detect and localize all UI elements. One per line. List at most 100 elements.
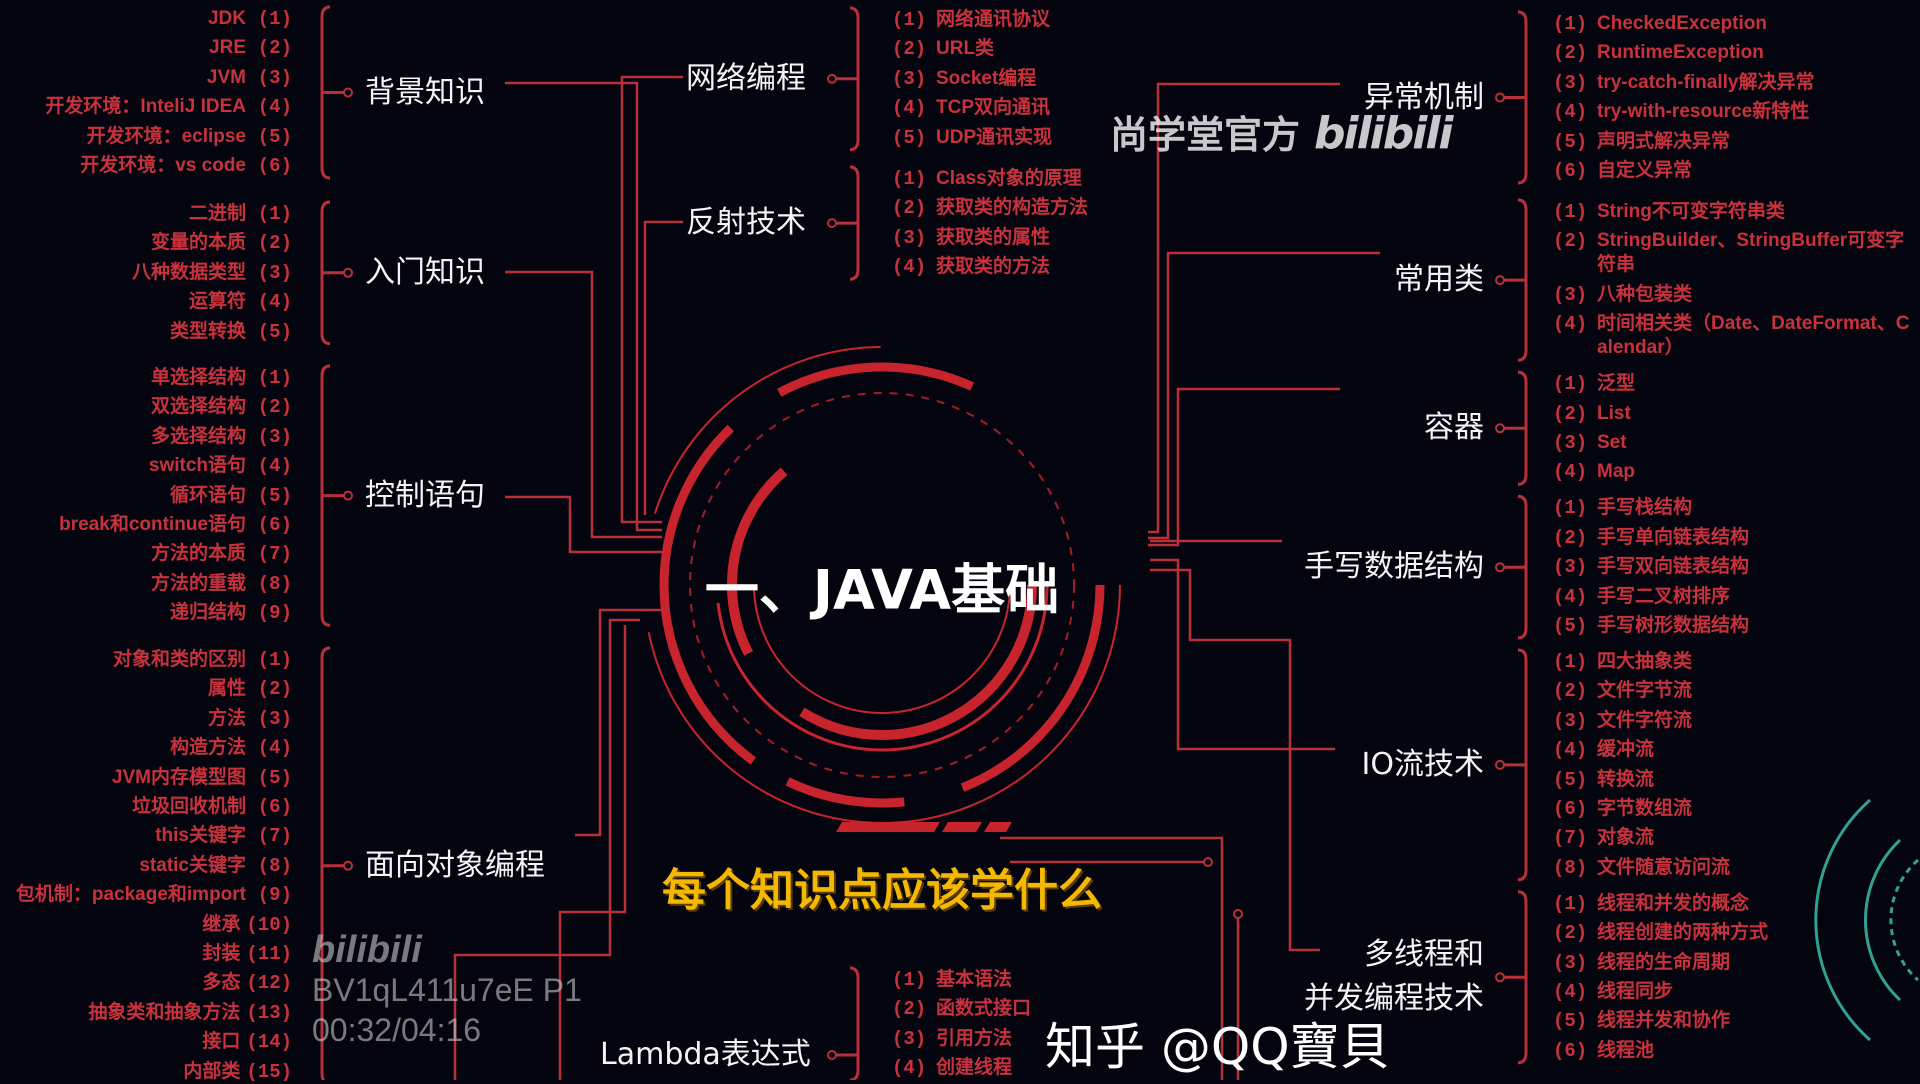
item-text: 开发环境：eclipse bbox=[86, 125, 246, 147]
list-item: (3) 获取类的属性 bbox=[892, 226, 1050, 250]
list-item: 开发环境：InteliJ IDEA(4) bbox=[0, 95, 292, 119]
item-number: (15) bbox=[246, 1060, 292, 1083]
item-text: 对象流 bbox=[1597, 827, 1655, 849]
branch-dot bbox=[1495, 423, 1505, 434]
item-number: (3) bbox=[892, 226, 927, 249]
list-item: (4) TCP双向通讯 bbox=[892, 96, 1050, 120]
item-number: (4) bbox=[892, 256, 927, 279]
item-number: (4) bbox=[257, 455, 292, 478]
list-item: (5)声明式解决异常 bbox=[1553, 130, 1912, 154]
list-item: break和continue语句(6) bbox=[0, 513, 292, 537]
list-item: (2)List bbox=[1553, 402, 1912, 426]
item-text: 获取类的构造方法 bbox=[936, 197, 1089, 219]
item-text: URL类 bbox=[936, 38, 995, 60]
list-item: (2)RuntimeException bbox=[1553, 41, 1912, 65]
item-number: (2) bbox=[257, 37, 292, 60]
item-number: (4) bbox=[257, 291, 292, 314]
item-text: JVM bbox=[206, 66, 246, 88]
item-text: 开发环境：InteliJ IDEA bbox=[45, 96, 246, 118]
item-text: UDP通讯实现 bbox=[936, 126, 1053, 148]
list-item: this关键字 (7) bbox=[0, 824, 292, 848]
item-text: 获取类的方法 bbox=[936, 256, 1051, 278]
item-number: (5) bbox=[257, 484, 292, 507]
list-item: (2)线程创建的两种方式 bbox=[1553, 921, 1912, 945]
branch-dot bbox=[343, 267, 353, 278]
branch-dot bbox=[1495, 759, 1505, 770]
item-number: (9) bbox=[257, 884, 292, 907]
item-number: (2) bbox=[1553, 922, 1588, 945]
list-item: (2) 获取类的构造方法 bbox=[892, 196, 1088, 220]
item-number: (4) bbox=[1553, 981, 1588, 1003]
zhihu-watermark: 知乎 @QQ寶貝 bbox=[1045, 1018, 1390, 1076]
item-number: (1) bbox=[1553, 497, 1588, 520]
item-text: 四大抽象类 bbox=[1597, 651, 1693, 672]
list-item: (4)手写二叉树排序 bbox=[1553, 585, 1912, 609]
item-text: StringBuilder、StringBuffer可变字符串 bbox=[1597, 230, 1905, 276]
item-text: 循环语句 bbox=[169, 484, 246, 506]
item-number: (1) bbox=[257, 367, 292, 389]
item-number: (3) bbox=[257, 261, 292, 284]
list-item: 单选择结构(1) bbox=[0, 366, 292, 390]
item-text: 多态 bbox=[202, 972, 241, 994]
list-item: (4)try-with-resource新特性 bbox=[1553, 100, 1912, 124]
list-item: 对象和类的区别(1) bbox=[0, 648, 292, 672]
bracket bbox=[832, 966, 860, 1080]
branch-title: 容器 bbox=[1424, 410, 1484, 446]
list-item: 内部类(15) bbox=[0, 1060, 292, 1084]
item-text: 手写双向链表结构 bbox=[1597, 556, 1750, 578]
item-number: (7) bbox=[257, 825, 292, 848]
list-item: (4)Map bbox=[1553, 460, 1912, 484]
list-item: 构造方法(4) bbox=[0, 736, 292, 760]
bilibili-logo: bilibili bbox=[1314, 108, 1453, 159]
item-text: try-catch-finally解决异常 bbox=[1597, 71, 1815, 93]
item-text: 递归结构 bbox=[169, 602, 246, 624]
item-number: (14) bbox=[246, 1031, 292, 1054]
item-number: (4) bbox=[892, 97, 927, 120]
item-number: (5) bbox=[1553, 130, 1588, 153]
list-item: 方法的重载(8) bbox=[0, 572, 292, 596]
list-item: (3)Socket编程 bbox=[892, 67, 1036, 91]
item-number: (2) bbox=[1553, 402, 1588, 425]
list-item: (1) 手写栈结构 bbox=[1553, 496, 1912, 520]
list-item: 二进制(1) bbox=[0, 202, 292, 226]
list-item: (6)自定义异常 bbox=[1553, 159, 1912, 183]
item-text: 获取类的属性 bbox=[936, 226, 1051, 248]
item-text: 转换流 bbox=[1597, 768, 1655, 790]
item-number: (6) bbox=[1553, 1039, 1588, 1062]
item-text: 手写栈结构 bbox=[1597, 497, 1693, 519]
item-text: 方法的重载 bbox=[150, 572, 246, 594]
list-item: 多选择结构(3) bbox=[0, 425, 292, 449]
item-text: 垃圾回收机制 bbox=[131, 796, 246, 817]
item-number: (1) bbox=[1553, 13, 1588, 35]
item-text: TCP双向通讯 bbox=[936, 97, 1051, 119]
bilibili-logo: bilibili bbox=[312, 929, 422, 971]
item-number: (6) bbox=[257, 796, 292, 818]
item-number: (3) bbox=[257, 707, 292, 730]
branch-title: 网络编程 bbox=[686, 60, 806, 96]
item-text: 抽象类和抽象方法 bbox=[88, 1001, 241, 1023]
list-item: (7)对象流 bbox=[1553, 826, 1912, 850]
list-item: 开发环境：vs code(6) bbox=[0, 154, 292, 178]
item-number: (1) bbox=[1553, 373, 1588, 396]
item-text: 对象和类的区别 bbox=[112, 649, 246, 670]
branch-title: 控制语句 bbox=[365, 477, 485, 513]
list-item: JVM(3) bbox=[0, 66, 292, 90]
item-text: 文件随意访问流 bbox=[1597, 856, 1731, 878]
list-item: (4)创建线程 bbox=[892, 1056, 1012, 1080]
item-text: 封装 bbox=[202, 943, 241, 964]
item-text: 引用方法 bbox=[936, 1027, 1013, 1049]
list-item: (3)手写双向链表结构 bbox=[1553, 555, 1912, 579]
list-item: JDK(1) bbox=[0, 7, 292, 31]
item-number: (5) bbox=[257, 766, 292, 789]
item-text: this关键字 bbox=[155, 825, 246, 847]
item-number: (2) bbox=[892, 38, 927, 61]
item-number: (2) bbox=[892, 197, 927, 220]
branch-dot bbox=[1495, 275, 1505, 286]
item-number: (4) bbox=[1553, 739, 1588, 762]
branch-dot bbox=[343, 490, 353, 501]
list-item: 包机制：package和import(9) bbox=[0, 883, 292, 907]
list-item: JRE(2) bbox=[0, 36, 292, 60]
branch-dot bbox=[1495, 562, 1505, 573]
